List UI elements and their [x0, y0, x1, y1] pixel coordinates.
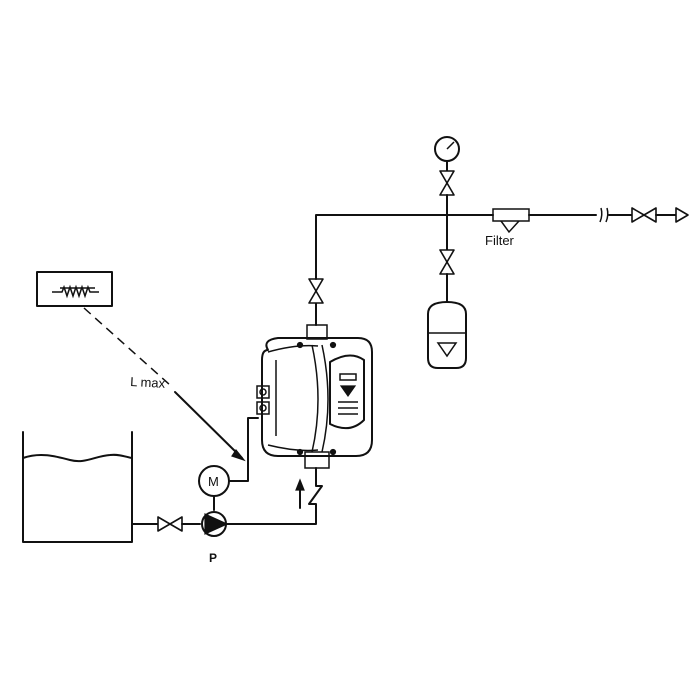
motor-label: M — [208, 474, 219, 489]
display-panel — [329, 354, 365, 430]
check-valve — [295, 467, 323, 513]
l-max-label: L max — [130, 374, 166, 391]
pump-label: P — [209, 551, 217, 565]
suction-valve — [157, 516, 183, 532]
signal-arrow — [174, 391, 243, 459]
outlet-valve — [308, 278, 324, 304]
pressure-controller — [256, 324, 373, 469]
vessel-valve — [439, 249, 455, 275]
outlet-arrow-icon — [675, 207, 689, 223]
signal-arrowhead — [231, 448, 246, 462]
signal-line — [83, 307, 171, 386]
level-sensor-box — [36, 271, 113, 307]
filter-label: Filter — [485, 233, 515, 248]
expansion-vessel — [427, 301, 467, 369]
display-indicator — [339, 385, 357, 398]
pressure-gauge — [434, 136, 460, 172]
water-tank — [22, 431, 133, 543]
water-surface — [22, 453, 133, 463]
end-valve — [631, 207, 657, 223]
motor: M — [198, 465, 230, 511]
float-switch-icon — [52, 284, 99, 299]
gauge-valve — [439, 170, 455, 196]
pump: P — [201, 511, 229, 565]
pipe-break — [599, 207, 609, 223]
motor-cable — [228, 417, 259, 482]
